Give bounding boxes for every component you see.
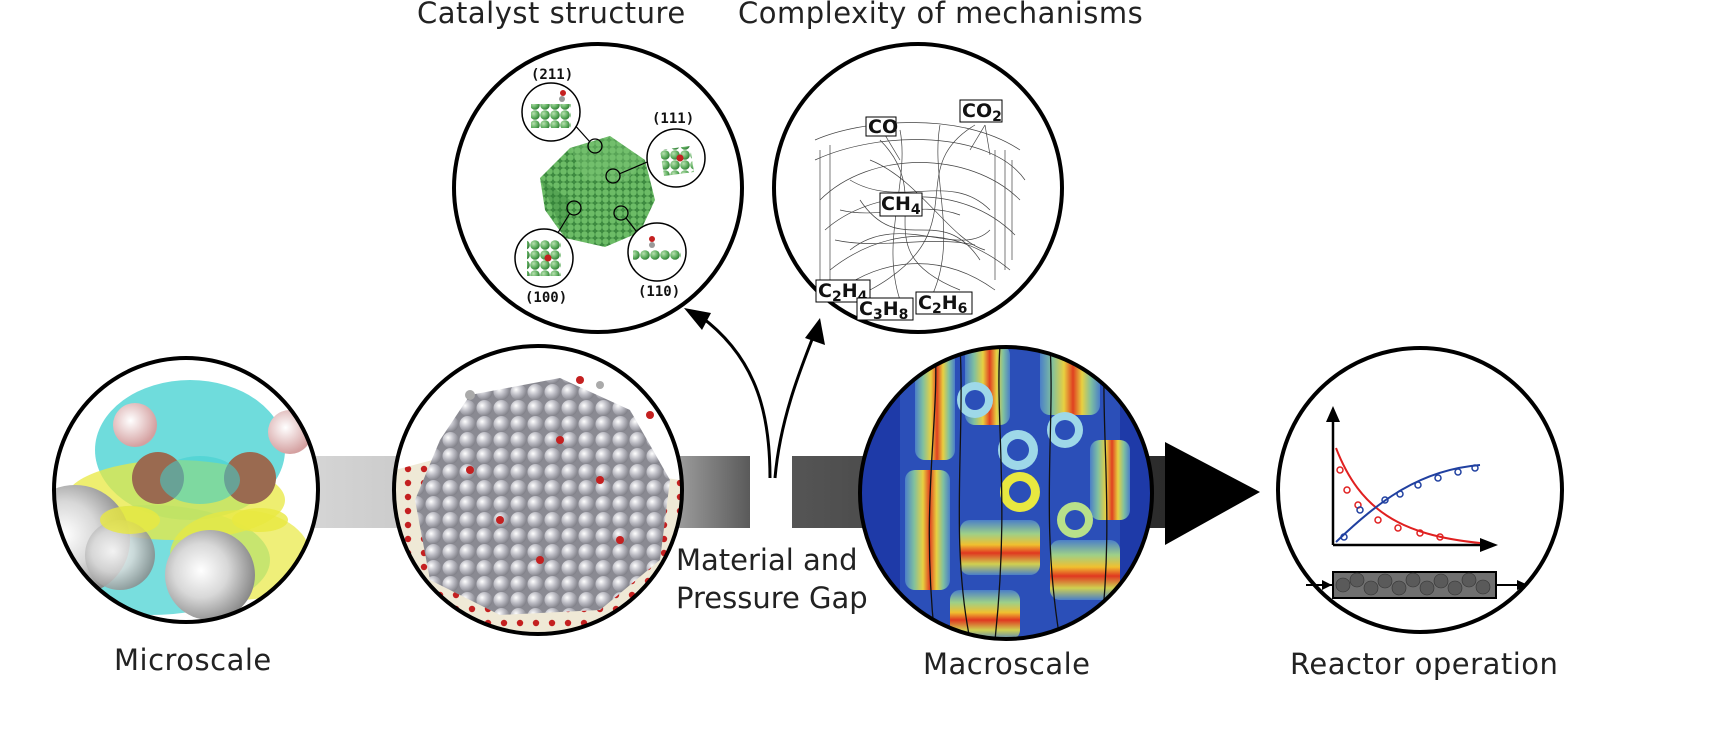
molecule-ch4: CH4 [881,193,921,218]
label-macroscale: Macroscale [923,647,1091,681]
molecule-c3h8: C3H8 [859,298,908,323]
microscale-circle [52,356,320,624]
facet-110-label: (110) [638,284,680,300]
facet-111-label: (111) [652,111,694,127]
catalyst-structure-circle: (211) (111) (100) (110) [452,42,744,334]
molecule-c2h4: C2H4 [818,280,868,305]
arrowhead-complexity-icon [805,318,825,345]
curved-arrows [699,314,817,479]
label-material-gap-line1: Material and [676,543,858,577]
surface-circle [392,344,684,636]
scale-bar-mid [680,456,750,528]
molecule-co2: CO2 [962,100,1002,125]
molecule-co: CO [868,116,898,138]
arrow-to-complexity [773,331,817,479]
title-catalyst-structure: Catalyst structure [417,0,686,30]
label-microscale: Microscale [114,643,272,677]
molecule-c2h6: C2H6 [918,292,967,317]
scale-arrowhead-icon [1165,442,1260,545]
label-material-gap-line2: Pressure Gap [676,581,868,615]
mechanism-network-circle: CO CO2 CH4 C2H4 C3H8 C2H6 [772,42,1064,334]
arrowhead-catalyst-icon [684,308,711,330]
facet-211-label: (211) [531,67,573,83]
facet-100-label: (100) [525,290,567,306]
macroscale-circle [858,345,1154,641]
title-complexity-of-mechanisms: Complexity of mechanisms [738,0,1144,30]
label-reactor-operation: Reactor operation [1290,647,1559,681]
reactor-circle [1276,346,1564,634]
arrow-to-catalyst-structure [699,314,772,479]
